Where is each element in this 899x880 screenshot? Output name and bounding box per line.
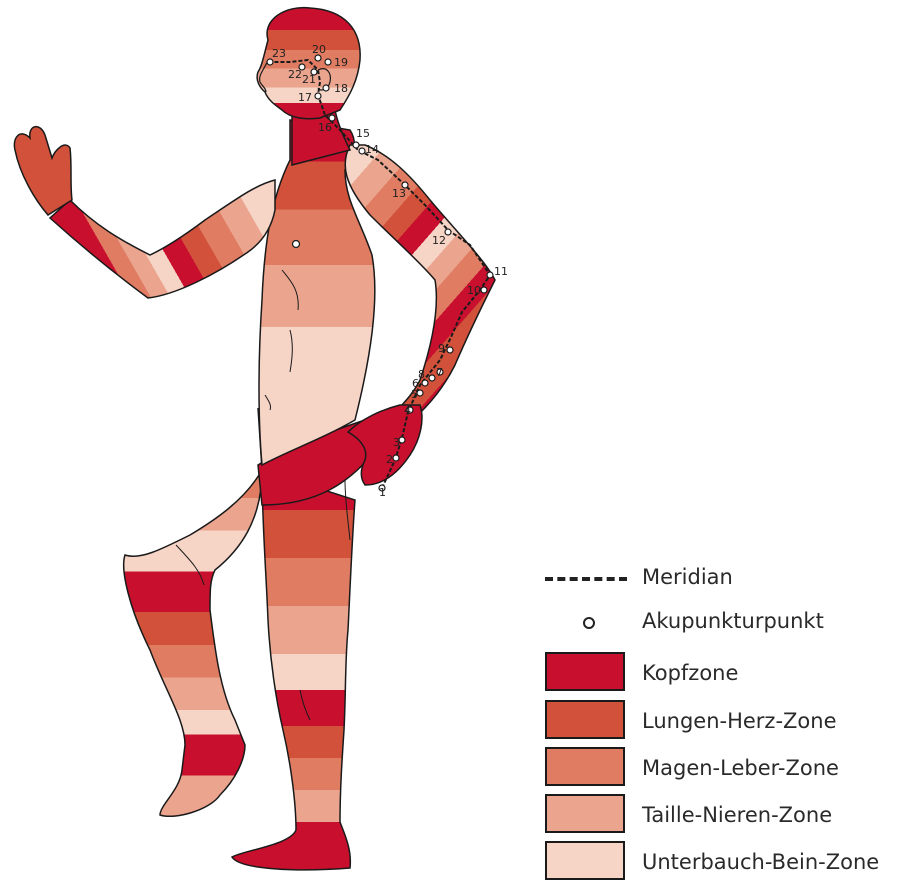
legend-zone-label: Taille-Nieren-Zone [642, 803, 832, 827]
point-number-17: 17 [298, 91, 312, 104]
point-number-11: 11 [494, 265, 508, 278]
acupoint-17 [315, 93, 321, 99]
legend-zone-label: Kopfzone [642, 661, 738, 685]
acupoint-19 [325, 59, 331, 65]
acupoint-11 [487, 272, 493, 278]
point-number-10: 10 [467, 284, 481, 297]
point-number-16: 16 [318, 121, 332, 134]
swatch-kopfzone [545, 652, 625, 691]
raised-arm [50, 180, 275, 298]
point-number-21: 21 [302, 73, 316, 86]
point-number-18: 18 [334, 82, 348, 95]
point-number-8: 8 [418, 368, 425, 381]
standing-leg [232, 470, 355, 870]
acupoint-18 [323, 85, 329, 91]
legend-zone-label: Magen-Leber-Zone [642, 756, 839, 780]
legend-acupoint-label: Akupunkturpunkt [642, 609, 824, 633]
swatch-lungen-herz-zone [545, 700, 625, 739]
acupoint-2 [393, 455, 399, 461]
bent-leg [124, 408, 262, 816]
point-number-1: 1 [379, 486, 386, 499]
swatch-unterbauch-bein-zone [545, 841, 625, 880]
point-number-19: 19 [334, 56, 348, 69]
point-number-3: 3 [393, 436, 400, 449]
acupoint-15 [353, 142, 359, 148]
acupoint-legend-icon [583, 617, 595, 629]
point-number-9: 9 [438, 342, 445, 355]
nipple [293, 241, 300, 248]
point-number-12: 12 [432, 234, 446, 247]
point-number-13: 13 [392, 187, 406, 200]
swatch-magen-leber-zone [545, 747, 625, 786]
point-number-2: 2 [386, 453, 393, 466]
point-number-4: 4 [404, 404, 411, 417]
point-number-23: 23 [272, 47, 286, 60]
legend: Meridian Akupunkturpunkt Kopfzone Lungen… [542, 560, 894, 877]
swatch-taille-nieren-zone [545, 794, 625, 833]
point-number-20: 20 [312, 43, 326, 56]
point-number-14: 14 [365, 143, 379, 156]
point-number-7: 7 [436, 366, 443, 379]
acupoint-7 [429, 375, 435, 381]
acupoint-10 [481, 287, 487, 293]
acupoint-9 [447, 347, 453, 353]
point-number-15: 15 [356, 127, 370, 140]
point-number-22: 22 [288, 68, 302, 81]
meridian-legend-icon [545, 577, 627, 581]
raised-hand [14, 127, 72, 215]
legend-zone-label: Lungen-Herz-Zone [642, 709, 837, 733]
legend-meridian-label: Meridian [642, 565, 733, 589]
legend-zone-label: Unterbauch-Bein-Zone [642, 850, 879, 874]
